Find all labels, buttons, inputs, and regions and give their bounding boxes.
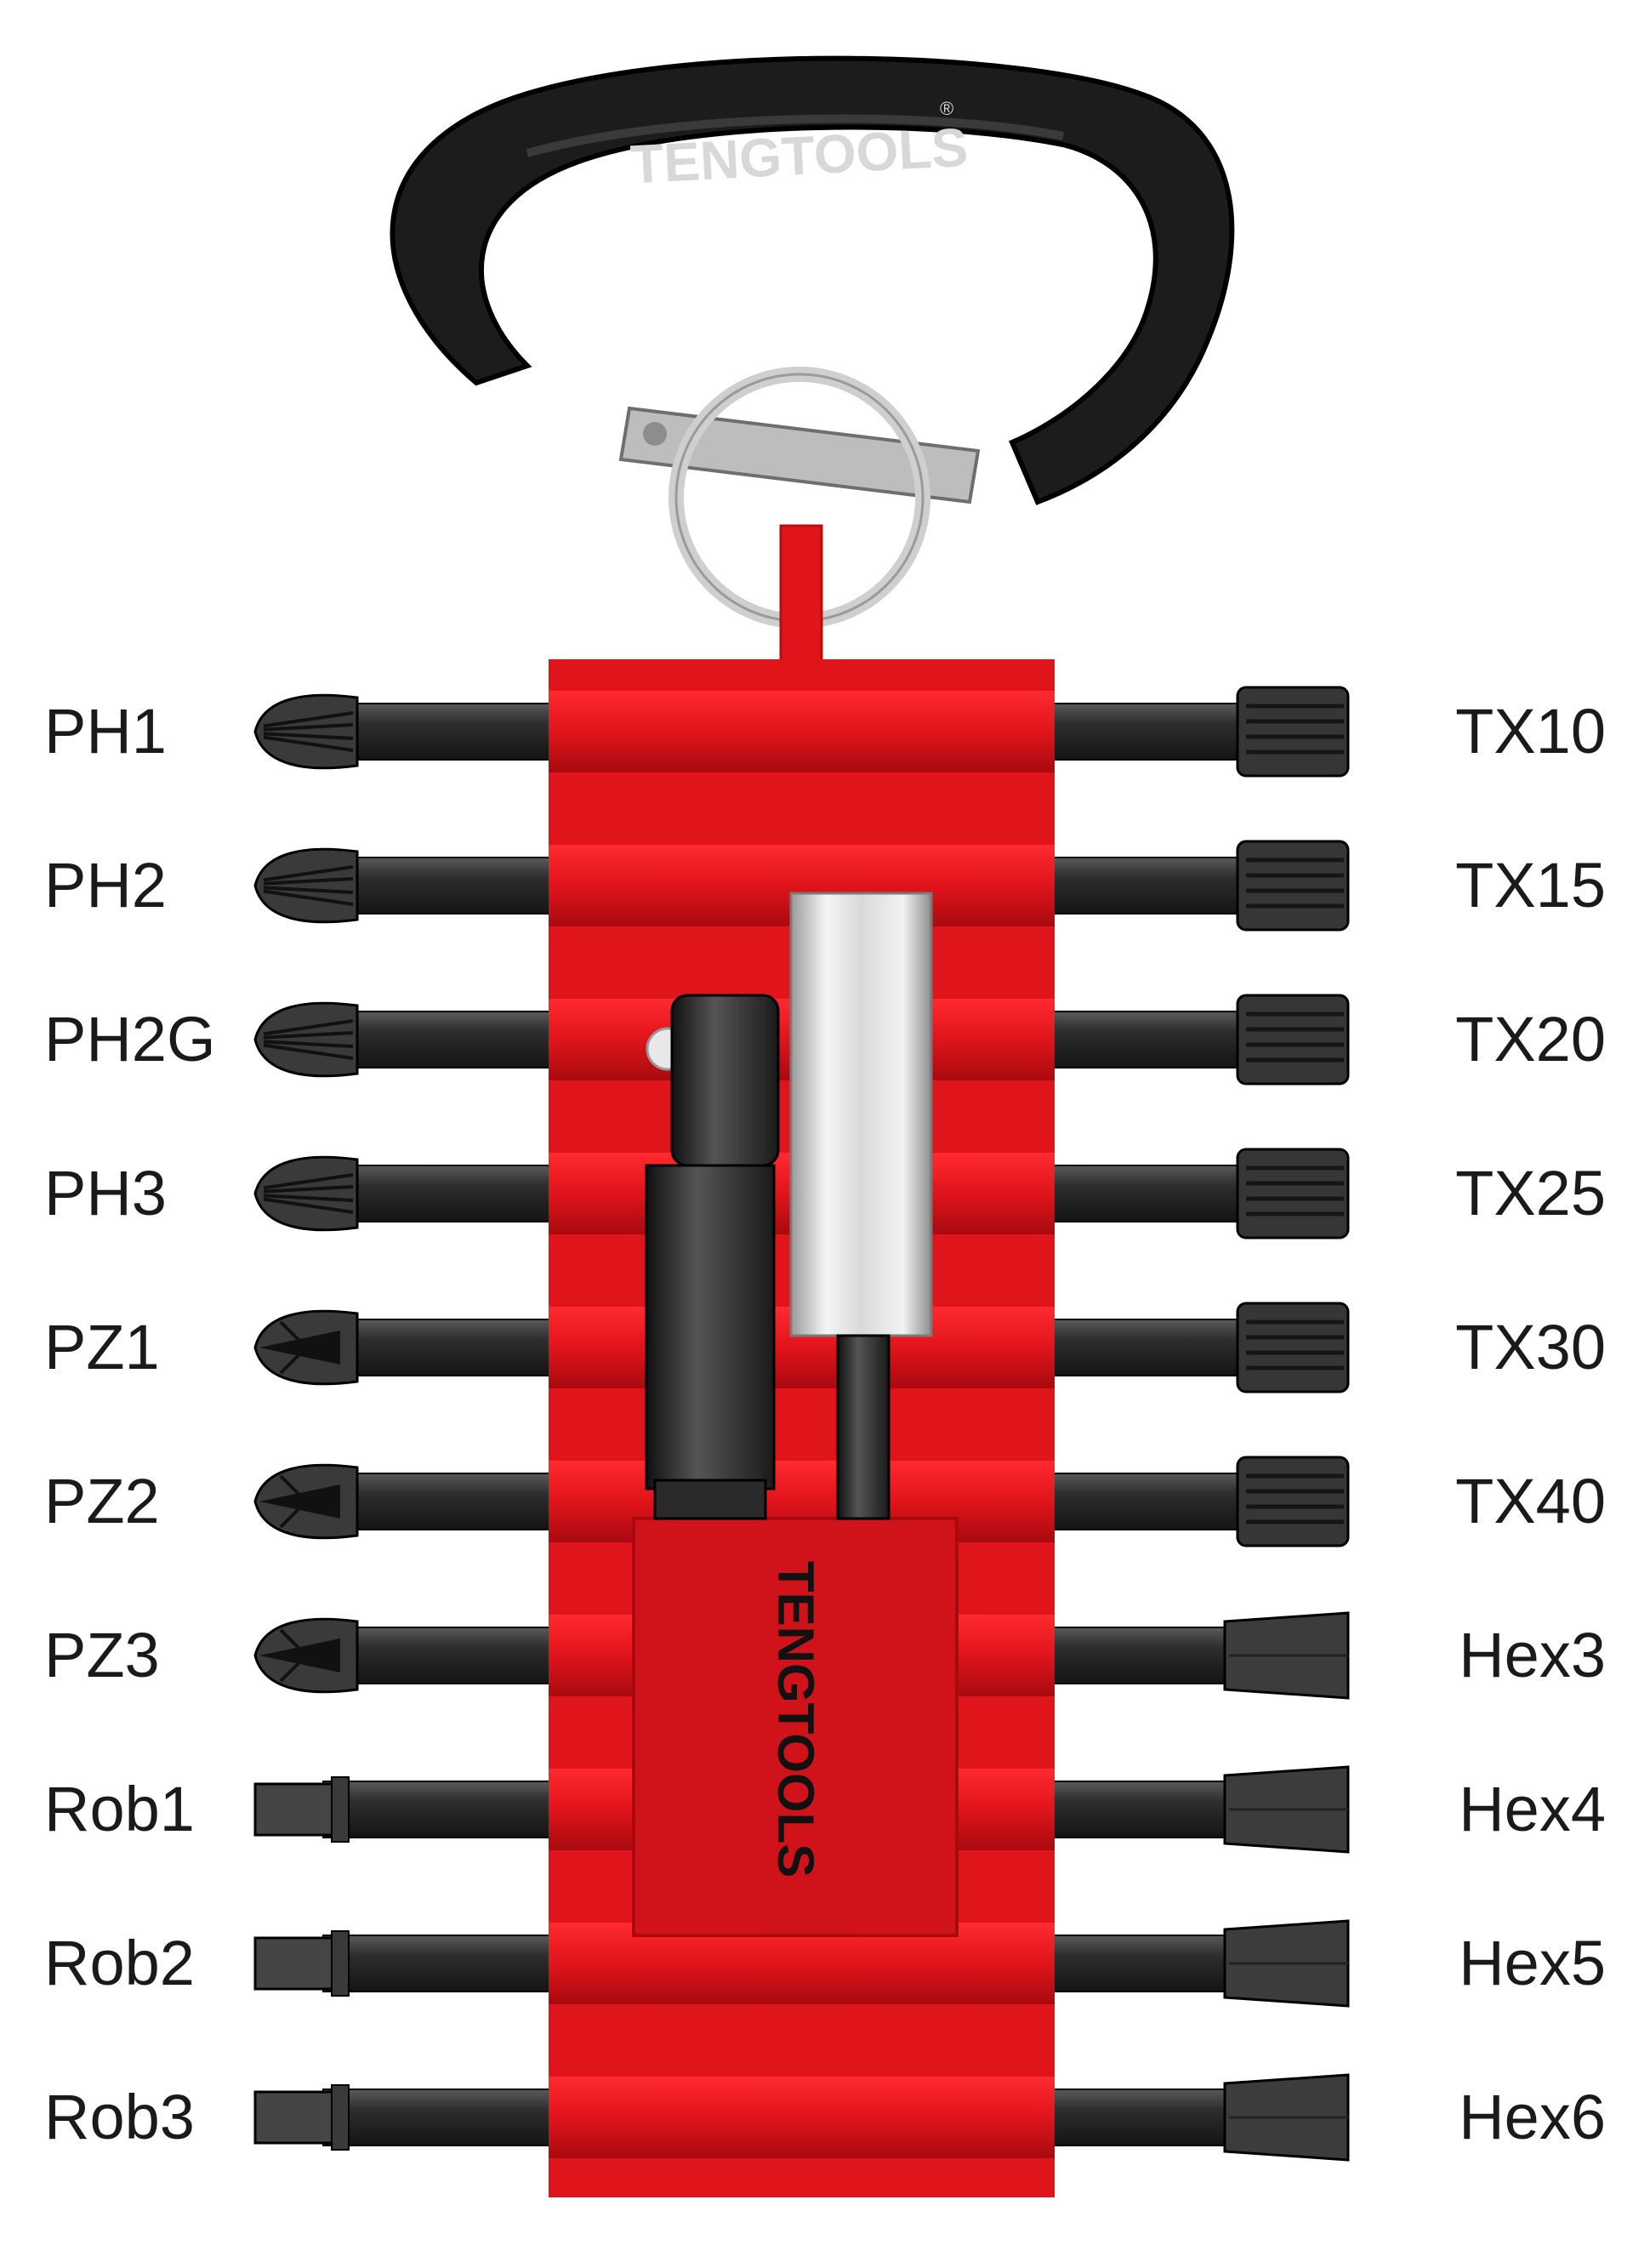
bit-label-tx10: TX10 <box>1455 698 1606 766</box>
bit-tx25 <box>1045 1148 1350 1239</box>
registered-mark: ® <box>940 98 953 119</box>
bit-rob1 <box>253 1776 562 1843</box>
bit-label-ph2g: PH2G <box>44 1004 216 1074</box>
bit-hex5 <box>1045 1919 1350 2008</box>
bit-label-tx15: TX15 <box>1455 852 1606 920</box>
bit-label-pz1: PZ1 <box>44 1312 160 1382</box>
bit-label-hex5: Hex5 <box>1459 1929 1606 1997</box>
bit-ph2 <box>253 847 562 924</box>
bit-label-rob1: Rob1 <box>44 1774 195 1844</box>
bit-label-hex4: Hex4 <box>1459 1775 1606 1843</box>
holder-hang-tab <box>779 524 823 676</box>
bit-label-rob2: Rob2 <box>44 1928 195 1998</box>
bit-label-pz2: PZ2 <box>44 1466 160 1536</box>
bit-tx10 <box>1045 686 1350 778</box>
bit-ph3 <box>253 1155 562 1232</box>
bit-label-tx30: TX30 <box>1455 1314 1606 1382</box>
bit-pz1 <box>253 1309 562 1386</box>
bit-tx20 <box>1045 994 1350 1086</box>
bit-pz2 <box>253 1463 562 1540</box>
bit-rob3 <box>253 2084 562 2151</box>
bit-hex3 <box>1045 1611 1350 1700</box>
bit-label-pz3: PZ3 <box>44 1620 160 1690</box>
holder-fold <box>549 691 1055 772</box>
holder-fold <box>549 2077 1055 2158</box>
bit-hex6 <box>1045 2073 1350 2162</box>
center-pocket <box>632 1517 959 1937</box>
bit-label-tx25: TX25 <box>1455 1160 1606 1228</box>
carabiner <box>390 55 1235 505</box>
bit-pz3 <box>253 1617 562 1694</box>
bit-holder <box>549 659 1055 2197</box>
carabiner-gate <box>618 406 981 504</box>
bit-tx30 <box>1045 1302 1350 1393</box>
bit-ph2g <box>253 1001 562 1078</box>
bit-tx15 <box>1045 840 1350 932</box>
bit-label-hex3: Hex3 <box>1459 1621 1606 1690</box>
bit-label-tx40: TX40 <box>1455 1467 1606 1536</box>
adapter-bit <box>645 994 780 1520</box>
bit-label-ph2: PH2 <box>44 850 167 920</box>
right-bits <box>1045 686 1350 2162</box>
left-bits <box>253 693 562 2151</box>
bit-label-ph1: PH1 <box>44 696 167 766</box>
bit-label-tx20: TX20 <box>1455 1006 1606 1074</box>
bit-rob2 <box>253 1930 562 1997</box>
bit-label-hex6: Hex6 <box>1459 2083 1606 2151</box>
magnetic-bit-holder <box>789 892 933 1520</box>
holder-logo: TENGTOOLS <box>767 1561 824 1878</box>
bit-label-ph3: PH3 <box>44 1158 167 1228</box>
bit-ph1 <box>253 693 562 770</box>
bit-hex4 <box>1045 1765 1350 1854</box>
bit-tx40 <box>1045 1456 1350 1547</box>
bit-label-rob3: Rob3 <box>44 2082 195 2152</box>
